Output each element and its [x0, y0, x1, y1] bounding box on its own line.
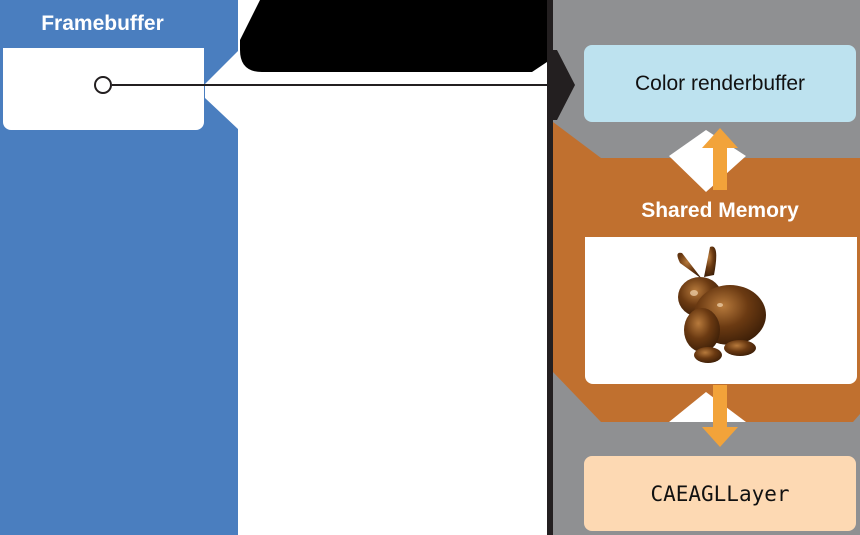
attachment-label-artifact: [240, 0, 550, 72]
framebuffer-title: Framebuffer: [41, 12, 164, 35]
caeagllayer-label: CAEAGLLayer: [650, 481, 790, 506]
color-renderbuffer-box: Color renderbuffer: [584, 45, 856, 122]
attachment-point-icon: [94, 76, 112, 94]
up-arrow-icon: [702, 128, 738, 190]
connector-arrowhead-icon: [547, 50, 575, 120]
down-arrow-icon: [702, 385, 738, 447]
shared-memory-title: Shared Memory: [641, 199, 799, 222]
caeagllayer-box: CAEAGLLayer: [584, 456, 856, 531]
attachment-region: [238, 0, 548, 535]
color-renderbuffer-label: Color renderbuffer: [634, 71, 806, 95]
attachment-connector-wedge: [205, 50, 239, 130]
column-divider: [547, 0, 553, 535]
attachment-connector-line: [112, 84, 552, 86]
bunny-image: [677, 246, 766, 363]
